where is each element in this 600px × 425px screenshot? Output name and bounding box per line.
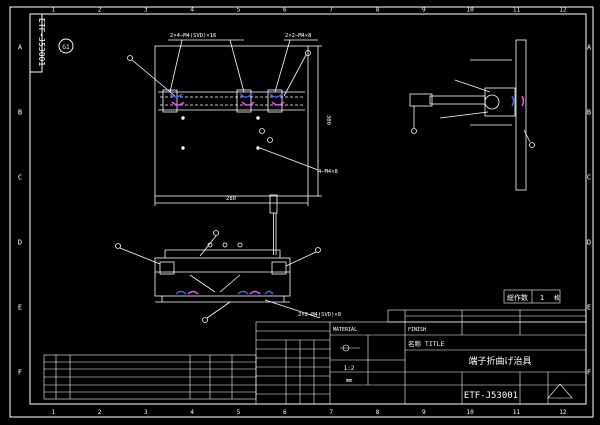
zone-col-label-top-8: 9 — [422, 7, 426, 14]
zone-col-label-bottom-10: 11 — [513, 409, 521, 416]
finish-label: FINISH — [408, 327, 426, 333]
front-view-fixtures — [175, 290, 274, 295]
top-view-dim-side: 4−M4×8 — [318, 169, 338, 175]
zone-col-label-top-6: 7 — [329, 7, 333, 14]
zone-row-label-right-0: A — [587, 44, 592, 52]
side-view — [409, 39, 535, 191]
zone-col-label-bottom-1: 2 — [98, 409, 102, 416]
title-block — [255, 289, 587, 405]
vertical-number-box: ETF-J53001 — [29, 13, 46, 73]
sheet-count-label: 総作数 — [507, 293, 528, 302]
zone-col-label-bottom-7: 8 — [376, 409, 380, 416]
material-label: MATERIAL — [333, 327, 357, 333]
sheet-count-value: 1 — [540, 294, 544, 302]
zone-col-label-top-5: 6 — [283, 7, 287, 14]
zone-col-label-bottom-4: 5 — [237, 409, 241, 416]
zone-col-label-top-0: 1 — [51, 7, 55, 14]
zone-row-label-left-5: F — [18, 369, 22, 377]
top-view-dim-width: 280 — [226, 196, 236, 202]
zone-row-label-right-4: E — [587, 304, 591, 312]
sheet-symbol: G1 — [58, 38, 74, 54]
zone-col-label-top-10: 11 — [513, 7, 521, 14]
sheet-count-unit: 枚 — [554, 294, 560, 302]
zone-row-label-left-3: D — [18, 239, 22, 247]
top-view — [127, 39, 322, 206]
title-name-label: 名称 TITLE — [408, 339, 445, 348]
title-block-symbols — [340, 344, 573, 399]
zone-col-label-bottom-2: 3 — [144, 409, 148, 416]
zone-row-label-right-3: D — [587, 239, 591, 247]
side-view-fixtures — [511, 95, 525, 107]
zone-col-label-bottom-11: 12 — [559, 409, 567, 416]
zone-col-label-bottom-5: 6 — [283, 409, 287, 416]
zone-row-label-left-2: C — [18, 174, 22, 182]
zone-col-label-top-7: 8 — [376, 7, 380, 14]
zone-row-label-left-1: B — [18, 109, 22, 117]
zone-col-label-top-9: 10 — [467, 7, 475, 14]
front-view-dim-bottom: 2×2−M4(SVD)×8 — [298, 312, 341, 318]
vertical-drawing-number: ETF-J53001 — [37, 18, 46, 66]
top-view-fixtures — [169, 93, 285, 106]
zone-row-label-left-0: A — [18, 44, 23, 52]
zone-col-label-top-2: 3 — [144, 7, 148, 14]
front-view — [115, 194, 321, 323]
zone-col-label-top-4: 5 — [237, 7, 241, 14]
zone-row-labels: A A B B C C D D E E F F — [18, 44, 592, 377]
top-view-dim-height: 300 — [325, 115, 331, 125]
zone-row-label-left-4: E — [18, 304, 22, 312]
zone-col-label-bottom-9: 10 — [467, 409, 475, 416]
zone-row-label-right-5: F — [587, 369, 591, 377]
zone-col-label-bottom-6: 7 — [329, 409, 333, 416]
scale-value: 1:2 — [344, 365, 355, 372]
sheet-symbol-text: G1 — [62, 44, 70, 51]
zone-row-label-right-2: C — [587, 174, 591, 182]
zone-col-label-bottom-3: 4 — [190, 409, 194, 416]
zone-col-label-bottom-0: 1 — [51, 409, 55, 416]
units-value: mm — [346, 378, 353, 384]
title-name-value: 端子折曲げ治具 — [468, 355, 531, 367]
zone-row-label-right-1: B — [587, 109, 591, 117]
title-drawing-number: ETF-J53001 — [464, 391, 518, 401]
zone-col-label-bottom-8: 9 — [422, 409, 426, 416]
top-view-dim-holes-2: 2×2−M4×8 — [285, 33, 312, 39]
zone-col-label-top-11: 12 — [559, 7, 567, 14]
zone-col-label-top-3: 4 — [190, 7, 194, 14]
top-view-dim-holes-1: 2×4−M4(SVD)×16 — [170, 33, 216, 39]
zone-col-label-top-1: 2 — [98, 7, 102, 14]
